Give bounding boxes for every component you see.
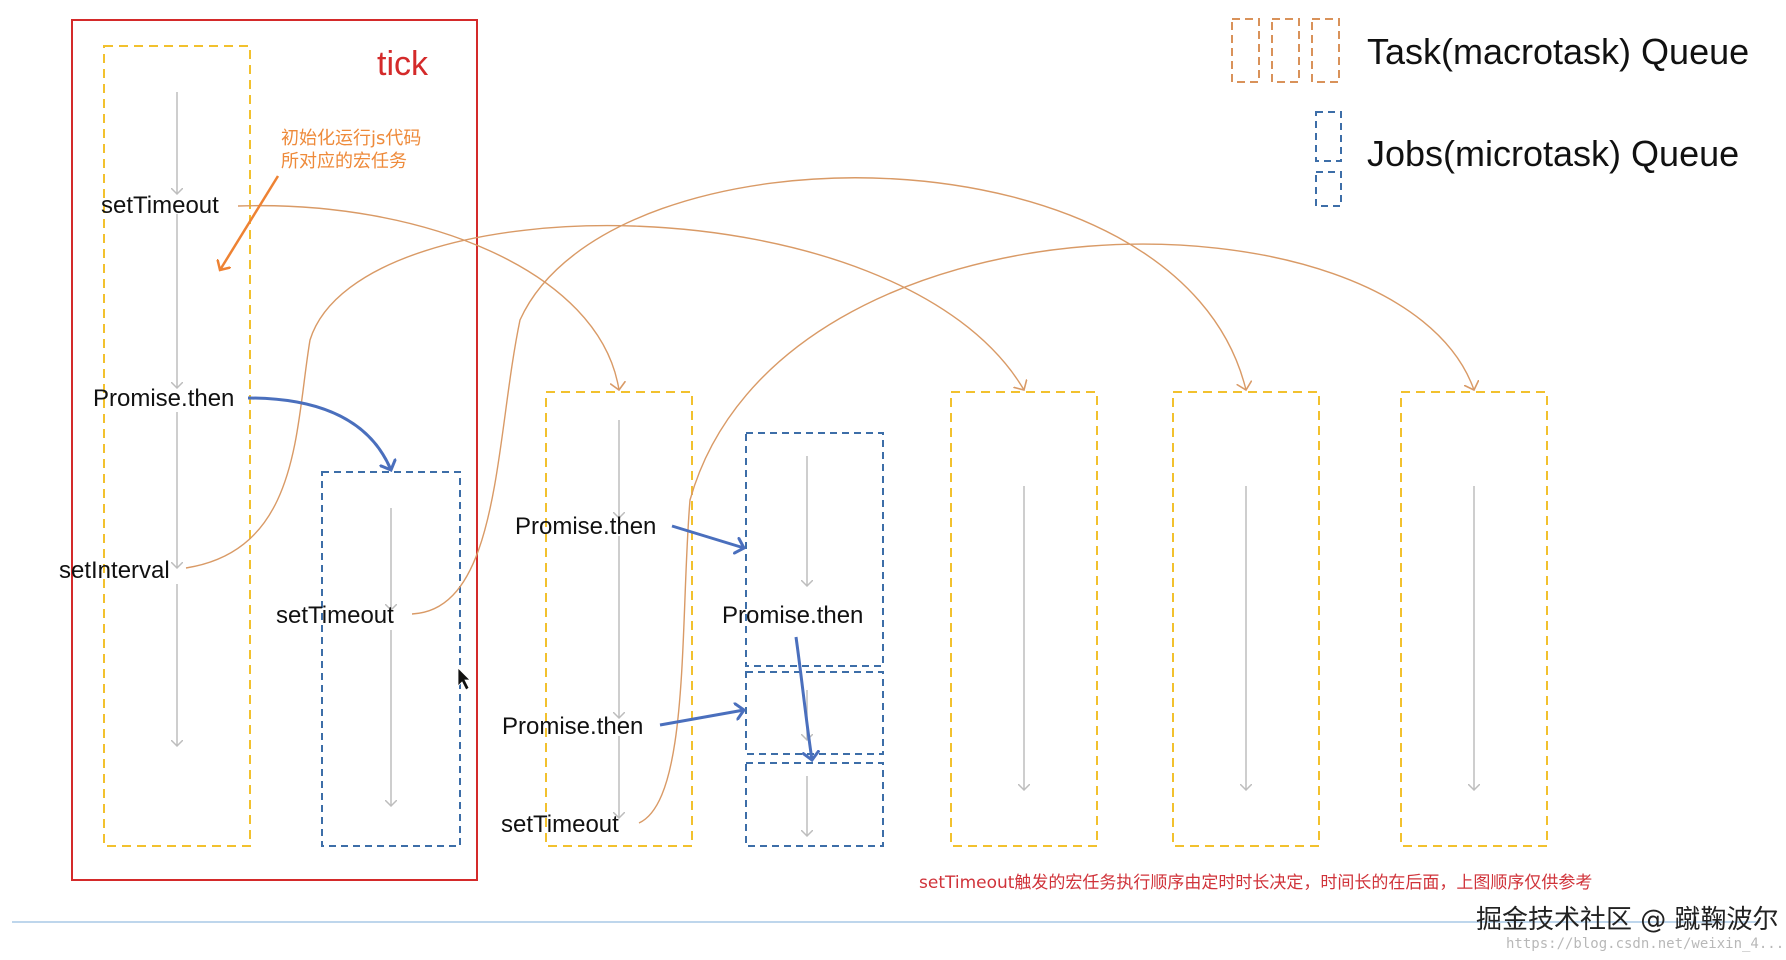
label-settimeout-task2: setTimeout <box>501 811 619 838</box>
note-line-2: 所对应的宏任务 <box>281 151 407 172</box>
microtask-box-task2-b <box>745 671 884 755</box>
legend-microtask-label: Jobs(microtask) Queue <box>1367 133 1739 174</box>
label-promise-then-task2-a: Promise.then <box>515 513 656 540</box>
label-setinterval-initial: setInterval <box>59 557 170 584</box>
legend-microtask-swatch-1 <box>1315 111 1342 162</box>
label-promise-then-micro2: Promise.then <box>722 602 863 629</box>
label-settimeout-initial: setTimeout <box>101 192 219 219</box>
footnote: setTimeout触发的宏任务执行顺序由定时时长决定，时间长的在后面，上图顺序… <box>919 873 1592 893</box>
mouse-cursor-icon <box>457 667 471 691</box>
note-arrow <box>220 175 280 270</box>
microtask-push-arrows <box>247 396 812 760</box>
label-promise-then-initial: Promise.then <box>93 385 234 412</box>
macrotask-box-initial <box>103 45 251 847</box>
note-line-1: 初始化运行js代码 <box>281 128 421 149</box>
schedule-curves <box>185 177 1474 824</box>
label-promise-then-task2-b: Promise.then <box>502 713 643 740</box>
legend-macrotask-swatch-1 <box>1231 18 1260 83</box>
label-settimeout-micro: setTimeout <box>276 602 394 629</box>
watermark-main: 掘金技术社区 @ 蹴鞠波尔 <box>1476 905 1779 935</box>
legend: Task(macrotask) Queue Jobs(microtask) Qu… <box>1231 18 1749 207</box>
legend-microtask-swatch-2 <box>1315 171 1342 207</box>
timeline-arrows <box>177 92 1474 836</box>
legend-macrotask-swatch-3 <box>1311 18 1340 83</box>
microtask-box-task2-c <box>745 762 884 847</box>
legend-macrotask-label: Task(macrotask) Queue <box>1367 31 1749 72</box>
watermark-sub: https://blog.csdn.net/weixin_4... <box>1506 936 1784 952</box>
tick-boundary <box>71 19 478 881</box>
microtask-box-task2-a <box>745 432 884 667</box>
legend-macrotask-swatch-2 <box>1271 18 1300 83</box>
tick-label: tick <box>377 45 429 83</box>
microtask-box-initial <box>321 471 461 847</box>
